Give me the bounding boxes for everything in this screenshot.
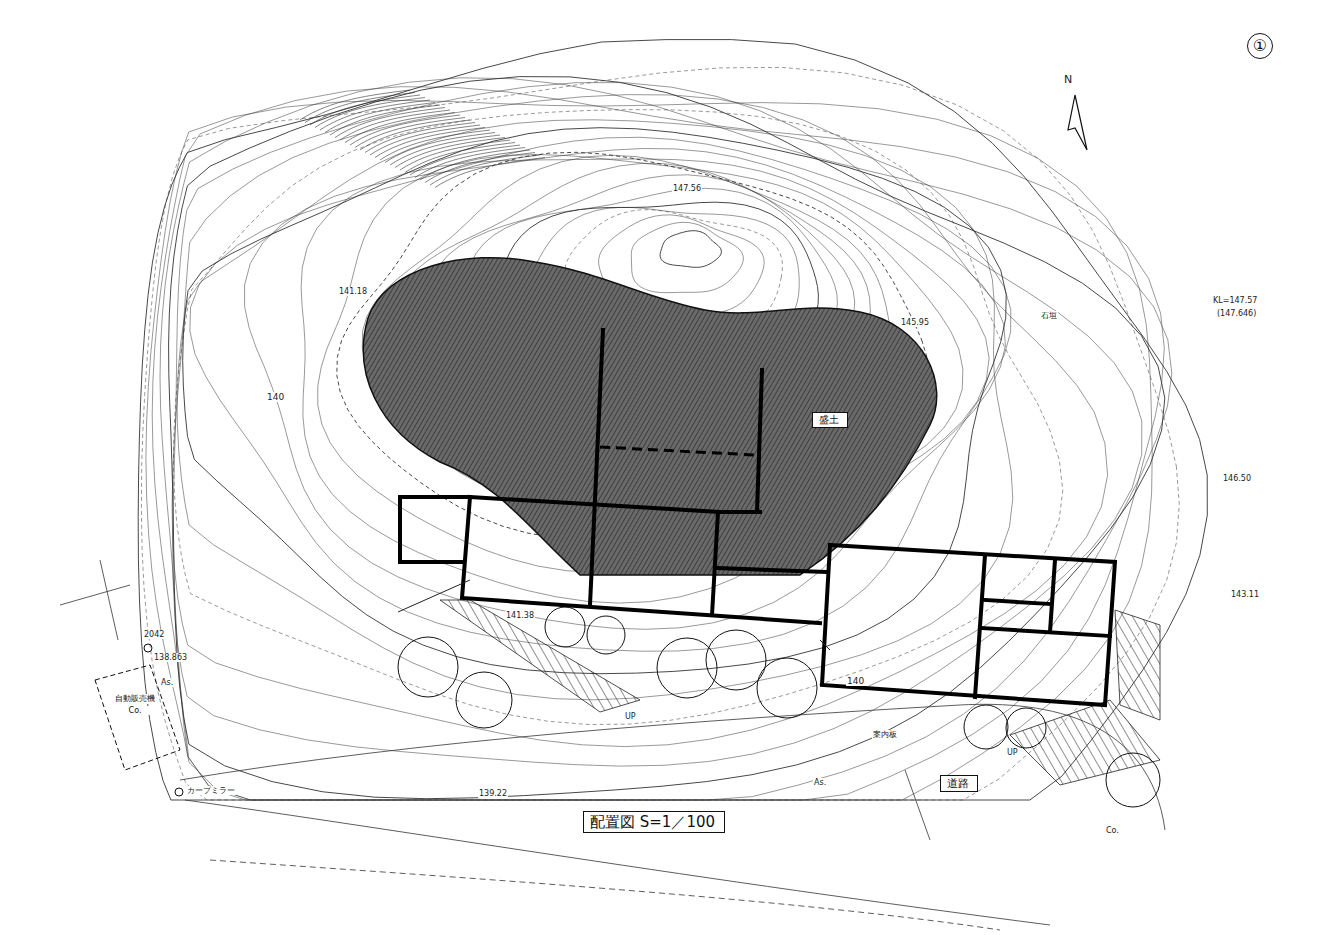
contour-line [152,87,1164,800]
north-arrow-head [1068,95,1087,150]
stair-hatch [1010,700,1160,785]
stair-hatch [1115,610,1160,720]
level-label: KL=147.57 [1212,296,1258,305]
pavement-label: Co. [1105,826,1120,835]
plan-title-box: 配置図 S=1／100 [583,811,725,833]
site-outline [398,580,830,650]
box-text: 自動販売機 [114,694,156,704]
tree [706,630,766,690]
contour-line [173,83,1142,767]
tree [1106,753,1160,807]
benchmark-symbol [144,644,152,652]
wall [400,497,462,562]
contour-line [177,120,1013,700]
steep-slope-hatching [300,90,545,188]
tree [757,658,817,718]
tree [545,607,585,647]
wall [462,497,820,623]
road-edge [60,585,130,605]
contour-lines [138,40,1207,800]
level-label: (147.646) [1216,309,1257,318]
building-walls [400,330,1115,705]
wall [600,447,755,455]
tree [657,638,717,698]
spot-elevation: 141.38 [505,611,535,620]
contour-line [301,159,989,603]
signboard-label: 案内板 [872,730,898,739]
wall [757,370,762,512]
wall [718,568,825,572]
wall [822,545,1115,705]
box-text: 盛土 [819,414,841,426]
box-text: 配置図 S=1／100 [590,813,718,831]
asphalt-label: As. [813,778,827,787]
wall [985,600,1050,604]
spot-elevation: 145.95 [900,318,930,327]
contour-line [660,231,721,268]
road-edge [905,770,930,840]
spot-elevation: 139.22 [478,789,508,798]
contour-line [138,40,1207,800]
contour-line [190,137,1011,651]
spot-elevation: 143.11 [1230,590,1260,599]
vending-machine-box: 自動販売機 Co. [112,690,158,719]
outline [398,580,830,650]
dashed-wall [600,447,755,455]
trees [398,607,1160,807]
tree [1006,708,1046,748]
road-edge [100,560,118,640]
contour-line [174,110,1063,725]
tree [456,672,512,728]
tree [964,705,1008,749]
stair-up-mark: UP [1006,748,1019,757]
road-label-box: 道路 [940,775,978,792]
box-subtext: Co. [114,706,156,716]
road-edge [185,800,1050,925]
box-text: 道路 [947,777,971,790]
contour-line [160,78,1172,800]
contour-elevation: 140 [266,392,285,402]
wall [400,497,760,512]
sheet-number: ① [1247,33,1273,59]
vending-dashed-outline [95,665,180,770]
contour-line [172,95,1108,747]
box-text: ① [1248,34,1272,58]
curve-mirror-label: カーブミラー [186,786,236,795]
tree [398,637,458,697]
contour-line [141,67,1179,800]
contour-line [169,77,1165,799]
stair-hatch [440,600,640,712]
benchmark-number: 2042 [143,630,165,639]
spot-elevation: 146.50 [1222,474,1252,483]
benchmark-elevation: 138.863 [153,653,188,662]
asphalt-label: As. [160,678,174,687]
wall [712,512,718,615]
fill-label-box: 盛土 [812,412,848,428]
road-edge-lines [60,560,1165,930]
contour-line [146,100,1152,800]
wall [980,628,1110,636]
spot-elevation: 147.56 [672,184,702,193]
tree [587,616,625,654]
spot-elevation: 141.18 [338,287,368,296]
contour-line [435,158,545,188]
contour-elevation: 140 [846,676,865,686]
stair-up-mark: UP [624,712,637,721]
curve-mirror-symbol [175,788,183,796]
vending-outline [95,644,183,796]
road-edge [210,860,1000,930]
wall [590,330,603,605]
north-mark: N [1063,74,1073,87]
north-arrow [1068,95,1087,150]
wall [1050,560,1055,632]
fill-area [363,258,936,575]
stone-wall-label: 石垣 [1040,311,1058,320]
